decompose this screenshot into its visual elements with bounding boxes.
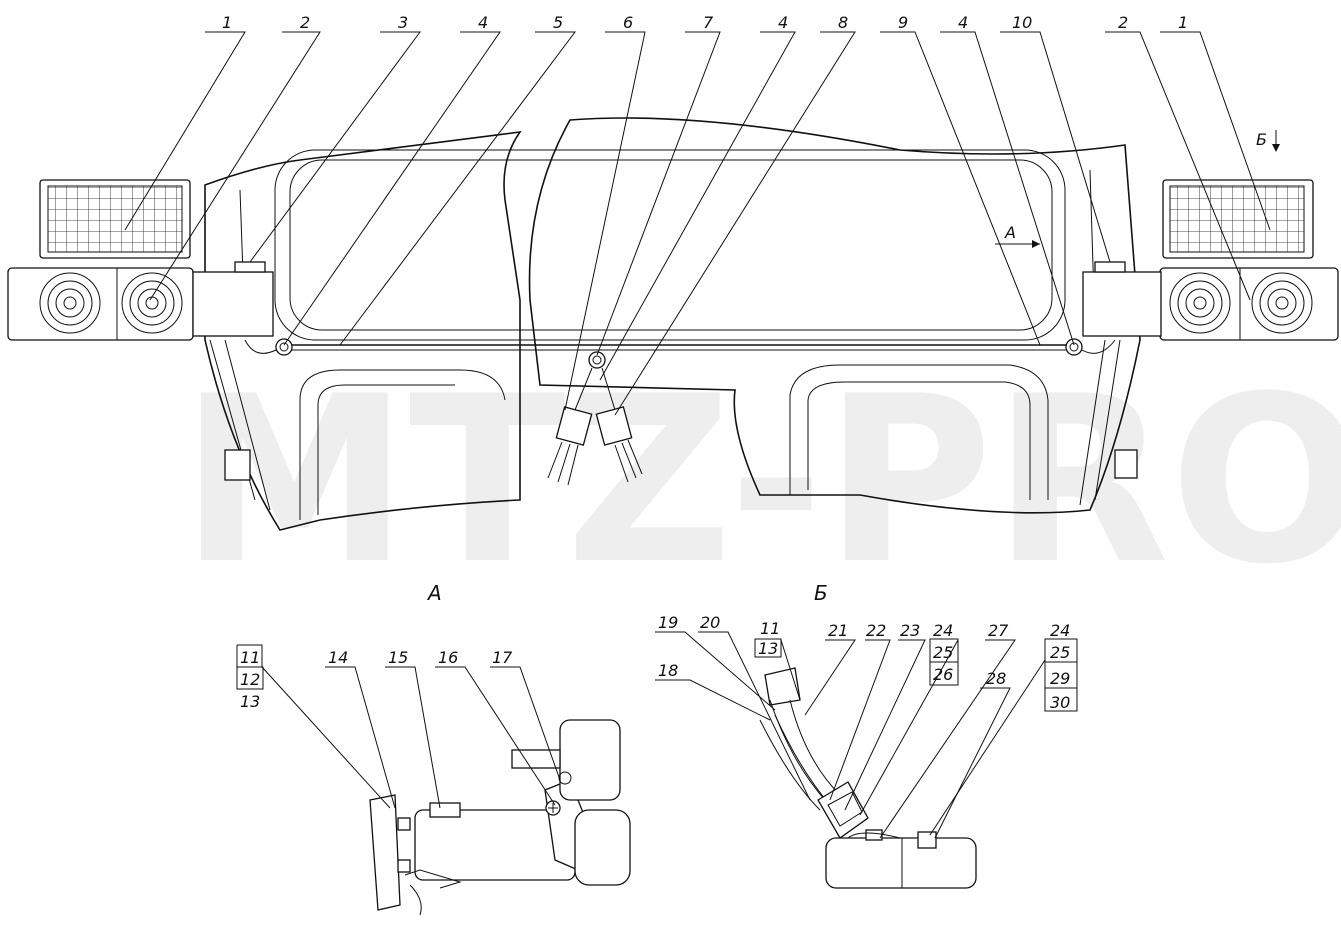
callout-9: 9 — [898, 13, 908, 32]
callout-6: 6 — [623, 13, 633, 32]
view-b-callout-18: 18 — [658, 661, 678, 680]
callout-1-left: 1 — [222, 13, 232, 32]
callout-5: 5 — [553, 13, 563, 32]
view-b-callout-13: 13 — [758, 639, 778, 658]
view-a-callout-16: 16 — [438, 648, 458, 667]
view-a-callout-14: 14 — [328, 648, 348, 667]
view-a-callout-17: 17 — [492, 648, 513, 667]
callout-2-right: 2 — [1118, 13, 1128, 32]
view-b-callout-19: 19 — [658, 613, 678, 632]
view-b-callout-24-b: 24 — [1050, 621, 1070, 640]
callout-4-left: 4 — [478, 13, 488, 32]
view-b-title: Б — [814, 581, 828, 605]
callout-4-center: 4 — [778, 13, 788, 32]
cab-roof-view — [204, 117, 1141, 531]
right-lamp-set — [1082, 179, 1339, 341]
view-b-callout-28: 28 — [986, 669, 1006, 688]
view-b-marker: Б — [1256, 130, 1267, 149]
callout-7: 7 — [703, 13, 714, 32]
view-a-title: A — [426, 581, 442, 605]
view-a-callout-12: 12 — [240, 670, 260, 689]
callout-8: 8 — [838, 13, 848, 32]
view-b-callout-25-a: 25 — [933, 643, 953, 662]
callout-1-right: 1 — [1178, 13, 1188, 32]
view-b-callout-21: 21 — [828, 621, 848, 640]
main-callouts: 1 2 3 4 5 6 7 4 8 9 4 10 2 1 — [124, 13, 1271, 416]
view-b-callout-23: 23 — [900, 621, 920, 640]
callout-3: 3 — [398, 13, 408, 32]
view-b-callout-26: 26 — [933, 665, 953, 684]
watermark: MTZ-PRO — [180, 348, 1341, 615]
view-b-callout-27: 27 — [988, 621, 1009, 640]
view-b-callout-11: 11 — [760, 619, 780, 638]
view-b-callout-25-b: 25 — [1050, 643, 1070, 662]
view-a-detail: 11 12 13 14 15 16 17 — [236, 644, 631, 916]
view-b-callout-24-a: 24 — [933, 621, 953, 640]
view-b-callout-20: 20 — [700, 613, 720, 632]
view-a-callout-13: 13 — [240, 692, 260, 711]
view-b-callout-30: 30 — [1050, 693, 1070, 712]
callout-10: 10 — [1012, 13, 1032, 32]
view-a-marker: A — [1004, 223, 1016, 242]
callout-4-right: 4 — [958, 13, 968, 32]
callout-2-left: 2 — [300, 13, 310, 32]
left-lamp-set — [7, 179, 274, 341]
view-a-callout-15: 15 — [388, 648, 408, 667]
view-b-detail: 19 20 11 13 21 22 23 24 25 26 27 24 25 2… — [655, 613, 1078, 889]
view-b-callout-29: 29 — [1050, 669, 1070, 688]
view-b-callout-22: 22 — [866, 621, 886, 640]
view-a-callout-11: 11 — [240, 648, 260, 667]
